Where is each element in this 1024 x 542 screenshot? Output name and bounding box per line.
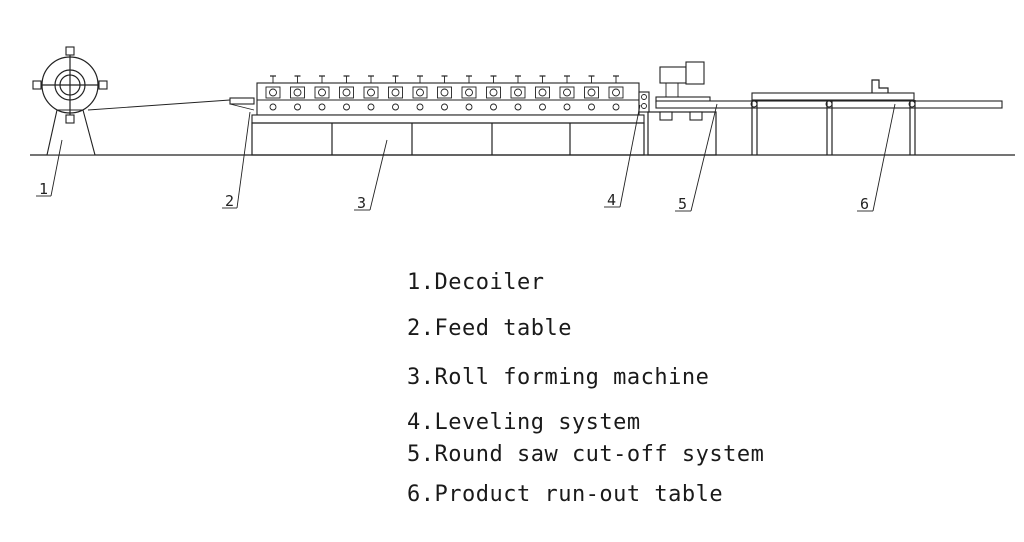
feed-table-drawing bbox=[229, 97, 255, 111]
roll-station bbox=[265, 75, 281, 111]
legend-item-leveling-system: 4.Leveling system bbox=[407, 410, 641, 435]
legend-item-decoiler: 1.Decoiler bbox=[407, 270, 545, 295]
callout-4: 4 bbox=[604, 104, 641, 209]
roll-station bbox=[339, 75, 354, 111]
decoiler-drawing bbox=[32, 46, 108, 156]
callout-3: 3 bbox=[354, 139, 388, 212]
callout-6: 6 bbox=[857, 103, 896, 213]
callout-label-1: 1 bbox=[39, 180, 48, 198]
roll-station bbox=[584, 75, 599, 111]
roll-station bbox=[363, 75, 379, 111]
roll-station bbox=[535, 75, 550, 111]
legend-item-roll-forming-machine: 3.Roll forming machine bbox=[407, 365, 710, 390]
callout-label-4: 4 bbox=[607, 191, 616, 209]
callout-label-5: 5 bbox=[678, 195, 687, 213]
callout-2: 2 bbox=[222, 111, 251, 210]
run-out-table-drawing bbox=[655, 79, 1003, 155]
roll-station bbox=[608, 75, 624, 111]
callout-label-3: 3 bbox=[357, 194, 366, 212]
legend-item-feed-table: 2.Feed table bbox=[407, 316, 572, 341]
roll-station bbox=[510, 75, 526, 111]
roll-station bbox=[314, 75, 330, 111]
callout-1: 1 bbox=[36, 139, 63, 198]
steel-strip bbox=[87, 99, 231, 111]
legend-item-run-out-table: 6.Product run-out table bbox=[407, 482, 724, 507]
roll-station bbox=[437, 75, 452, 111]
legend-item-cut-off-system: 5.Round saw cut-off system bbox=[407, 442, 765, 467]
callout-5: 5 bbox=[675, 103, 718, 213]
roll-forming-machine-drawing bbox=[251, 75, 645, 156]
callout-label-2: 2 bbox=[225, 192, 234, 210]
roll-station bbox=[486, 75, 501, 111]
roll-station bbox=[412, 75, 428, 111]
roll-station bbox=[461, 75, 477, 111]
callout-label-6: 6 bbox=[860, 195, 869, 213]
roll-station bbox=[290, 75, 305, 111]
roll-station bbox=[388, 75, 403, 111]
roll-station bbox=[559, 75, 575, 111]
cut-off-system-drawing bbox=[647, 61, 717, 156]
leveling-system-drawing bbox=[638, 91, 650, 113]
